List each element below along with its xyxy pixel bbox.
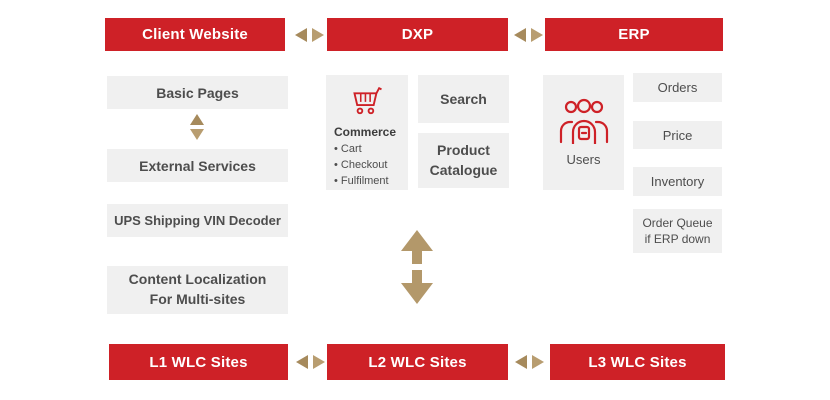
box-orders: Orders — [633, 73, 722, 102]
box-content-localization: Content Localization For Multi-sites — [107, 266, 288, 314]
right-arrow-icon — [532, 355, 544, 369]
box-ups-shipping-vin-decoder: UPS Shipping VIN Decoder — [107, 204, 288, 237]
header-client-website: Client Website — [105, 18, 285, 51]
shopping-cart-icon — [353, 87, 382, 115]
header-l2-wlc-sites: L2 WLC Sites — [327, 344, 508, 380]
users-group-icon — [559, 98, 608, 144]
box-external-services: External Services — [107, 149, 288, 182]
commerce-item-checkout: Checkout — [334, 158, 389, 174]
box-users: Users — [543, 75, 624, 190]
left-arrow-icon — [515, 355, 527, 369]
commerce-title: Commerce — [334, 125, 397, 140]
header-erp: ERP — [545, 18, 723, 51]
right-arrow-icon — [313, 355, 325, 369]
commerce-feature-list: Cart Checkout Fulfilment — [334, 142, 389, 190]
box-inventory: Inventory — [633, 167, 722, 196]
up-arrow-icon — [190, 114, 204, 125]
right-arrow-icon — [531, 28, 543, 42]
box-price: Price — [633, 121, 722, 149]
box-search: Search — [418, 75, 509, 123]
commerce-item-fulfilment: Fulfilment — [334, 174, 389, 190]
left-right-arrows-icon — [515, 355, 544, 369]
users-label: Users — [566, 152, 601, 167]
left-right-arrows-icon — [296, 355, 325, 369]
left-right-arrows-icon — [514, 28, 543, 42]
right-arrow-icon — [312, 28, 324, 42]
down-arrow-icon — [190, 129, 204, 140]
header-l3-wlc-sites: L3 WLC Sites — [550, 344, 725, 380]
up-down-arrows-icon — [190, 114, 204, 140]
left-arrow-icon — [514, 28, 526, 42]
header-l1-wlc-sites: L1 WLC Sites — [109, 344, 288, 380]
box-basic-pages: Basic Pages — [107, 76, 288, 109]
left-arrow-icon — [296, 355, 308, 369]
left-arrow-icon — [295, 28, 307, 42]
box-product-catalogue: Product Catalogue — [418, 133, 509, 188]
left-right-arrows-icon — [295, 28, 324, 42]
commerce-item-cart: Cart — [334, 142, 389, 158]
box-order-queue: Order Queue if ERP down — [633, 209, 722, 253]
box-commerce: Commerce Cart Checkout Fulfilment — [326, 75, 408, 190]
big-up-down-arrow-icon — [401, 230, 433, 304]
header-dxp: DXP — [327, 18, 508, 51]
